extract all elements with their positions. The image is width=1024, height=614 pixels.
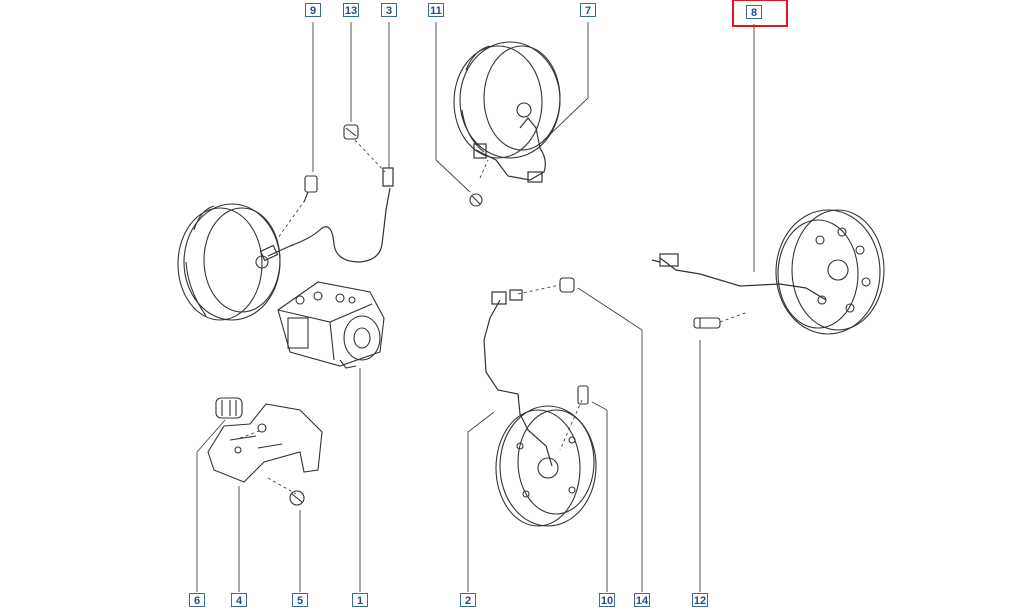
callout-3[interactable]: 3 [381, 3, 397, 17]
callout-2[interactable]: 2 [460, 593, 476, 607]
selected-part-highlight [732, 0, 788, 27]
bolt-9 [303, 175, 318, 203]
wheel-rear-right [775, 209, 885, 335]
wheel-top-center [453, 41, 561, 159]
callout-9[interactable]: 9 [305, 3, 321, 17]
wheel-front-left [177, 203, 281, 321]
callout-5[interactable]: 5 [292, 593, 308, 607]
clip-13 [343, 124, 359, 140]
abs-unit-1 [277, 281, 385, 369]
sensor-harness-3 [259, 167, 394, 263]
bolt-12 [693, 317, 721, 329]
bolt-5 [289, 490, 305, 506]
rubber-mount-6 [215, 397, 243, 419]
callout-12[interactable]: 12 [692, 593, 708, 607]
callout-7[interactable]: 7 [580, 3, 596, 17]
bracket-4 [207, 403, 323, 483]
dashed-guides [239, 139, 749, 495]
callout-13[interactable]: 13 [343, 3, 359, 17]
bolt-10 [577, 385, 589, 405]
callout-1[interactable]: 1 [352, 593, 368, 607]
callout-8[interactable]: 8 [746, 5, 762, 19]
sensor-harness-7 [473, 117, 546, 183]
callout-10[interactable]: 10 [599, 593, 615, 607]
sensor-harness-2 [483, 289, 553, 467]
callout-6[interactable]: 6 [189, 593, 205, 607]
wheel-bottom-center [495, 405, 597, 527]
clip-14 [559, 277, 575, 293]
callout-4[interactable]: 4 [231, 593, 247, 607]
callout-14[interactable]: 14 [634, 593, 650, 607]
leader-lines [196, 22, 755, 592]
callout-11[interactable]: 11 [428, 3, 444, 17]
bolt-11 [469, 193, 483, 207]
sensor-harness-8 [651, 253, 827, 301]
